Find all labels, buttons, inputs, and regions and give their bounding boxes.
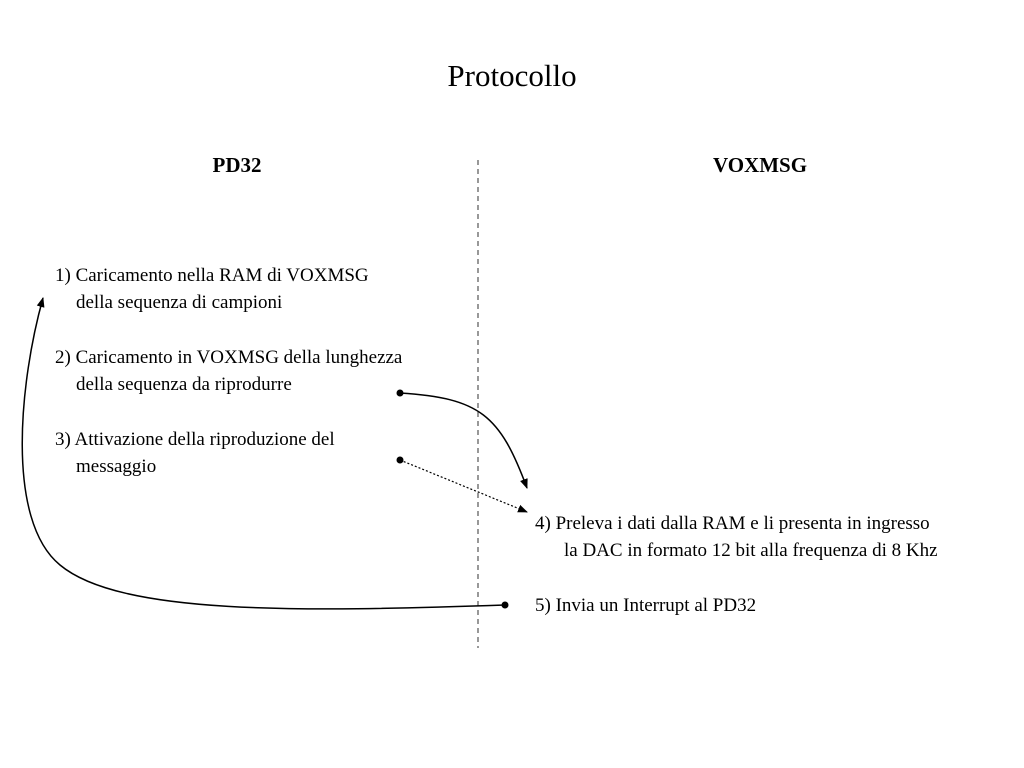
slide-title: Protocollo <box>447 58 577 93</box>
step-2-line-2: della sequenza da riprodurre <box>76 374 292 395</box>
step-5: 5) Invia un Interrupt al PD32 <box>535 592 756 619</box>
step-1-line-1: 1) Caricamento nella RAM di VOXMSG <box>55 265 369 286</box>
arrow-step3-to-step4 <box>399 459 528 513</box>
step-4-line-1: 4) Preleva i dati dalla RAM e li present… <box>535 513 930 534</box>
arrow-step2-to-step4 <box>399 392 528 489</box>
step-3: 3) Attivazione della riproduzione del me… <box>55 426 335 480</box>
step-5-line-1: 5) Invia un Interrupt al PD32 <box>535 595 757 616</box>
step-3-line-2: messaggio <box>76 456 157 477</box>
step-2: 2) Caricamento in VOXMSG della lunghezza… <box>55 344 402 398</box>
step-3-line-1: 3) Attivazione della riproduzione del <box>55 429 335 450</box>
step-4-line-2: la DAC in formato 12 bit alla frequenza … <box>564 540 938 561</box>
step-2-line-1: 2) Caricamento in VOXMSG della lunghezza <box>55 347 403 368</box>
step-4: 4) Preleva i dati dalla RAM e li present… <box>535 510 938 564</box>
arrow-step5-to-step1 <box>21 297 506 610</box>
step-1-line-2: della sequenza di campioni <box>76 292 283 313</box>
step-1: 1) Caricamento nella RAM di VOXMSG della… <box>55 262 369 316</box>
column-header-voxmsg: VOXMSG <box>712 153 808 177</box>
column-header-pd32: PD32 <box>212 153 262 177</box>
